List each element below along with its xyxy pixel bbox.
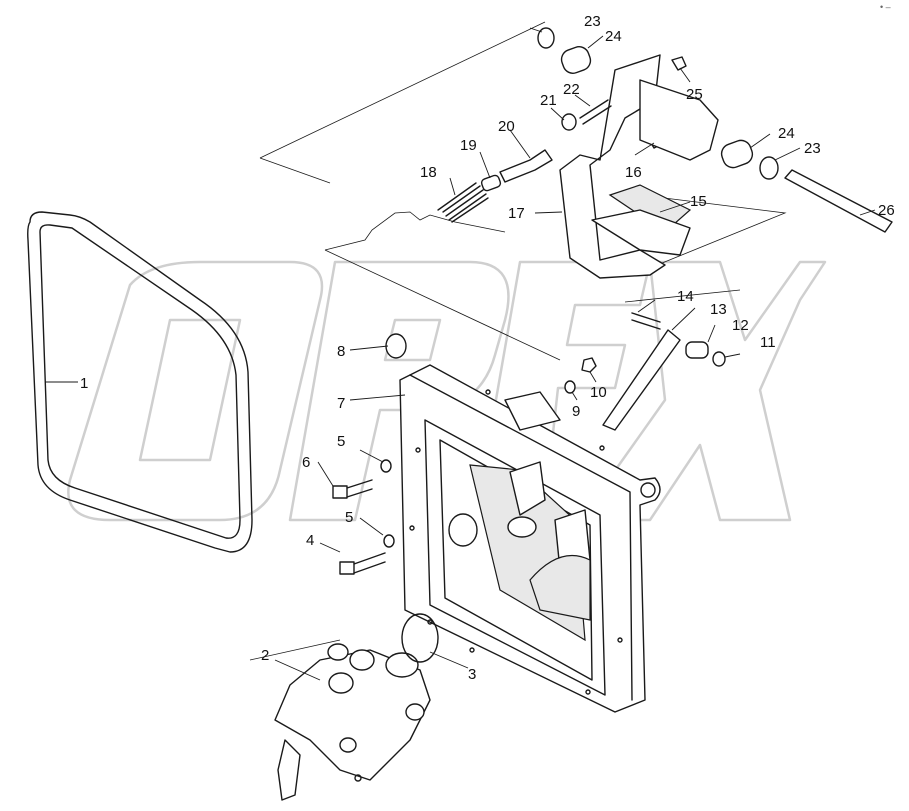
callout-9: 9: [572, 403, 580, 420]
callout-24-upper: 24: [605, 28, 622, 45]
part-7-housing: [399, 364, 661, 713]
part-18-spring: [437, 182, 489, 223]
part-4-bolt: [339, 552, 386, 575]
callout-10: 10: [590, 384, 607, 401]
part-11-washer: [712, 351, 726, 367]
part-24-bushing-lower: [720, 139, 754, 169]
callout-26: 26: [878, 202, 895, 219]
part-23-washer-lower: [759, 156, 779, 180]
part-17-pedal-lever: [559, 54, 666, 279]
part-2-valve-body: [274, 643, 431, 801]
callout-25: 25: [686, 86, 703, 103]
part-22-screw: [579, 99, 612, 125]
callout-14: 14: [677, 288, 694, 305]
callout-23-lower: 23: [804, 140, 821, 157]
callout-6: 6: [302, 454, 310, 471]
part-20-plunger: [499, 149, 553, 183]
part-21-bushing: [561, 113, 577, 131]
part-8-washer: [385, 333, 407, 359]
callout-13: 13: [710, 301, 727, 318]
callout-11: 11: [760, 334, 776, 351]
part-5-washer-lower: [383, 534, 395, 548]
part-3-o-ring: [401, 613, 439, 663]
part-25-nut: [671, 56, 687, 71]
callout-8: 8: [337, 343, 345, 360]
pedal-hub: [639, 79, 719, 161]
corner-mark: • –: [880, 2, 891, 12]
part-26-shaft: [784, 169, 893, 233]
callout-3: 3: [468, 666, 476, 683]
callout-24-lower: 24: [778, 125, 795, 142]
part-12-bushing: [685, 341, 709, 359]
callout-23-upper: 23: [584, 13, 601, 30]
callout-19: 19: [460, 137, 477, 154]
callout-22: 22: [563, 81, 580, 98]
callout-18: 18: [420, 164, 437, 181]
callout-16: 16: [625, 164, 642, 181]
part-10-nut: [581, 357, 597, 373]
callout-17: 17: [508, 205, 525, 222]
callout-1: 1: [80, 375, 88, 392]
leader-lines: [45, 27, 876, 681]
part-9-washer: [564, 380, 576, 394]
callout-2: 2: [261, 647, 269, 664]
callout-12: 12: [732, 317, 749, 334]
callout-4: 4: [306, 532, 314, 549]
part-15-pedal-housing: [591, 209, 691, 256]
callout-5-upper: 5: [337, 433, 345, 450]
callout-20: 20: [498, 118, 515, 135]
part-5-washer-upper: [380, 459, 392, 473]
part-6-bolt: [332, 479, 373, 499]
callout-15: 15: [690, 193, 707, 210]
callout-7: 7: [337, 395, 345, 412]
part-19-pin: [480, 174, 502, 192]
part-13-push-rod: [602, 329, 681, 431]
part-14-screw: [631, 312, 661, 330]
part-1-gasket: [27, 211, 253, 553]
part-24-bushing-upper: [560, 46, 592, 74]
part-23-washer-upper: [537, 27, 555, 49]
callout-5-lower: 5: [345, 509, 353, 526]
callout-21: 21: [540, 92, 557, 109]
